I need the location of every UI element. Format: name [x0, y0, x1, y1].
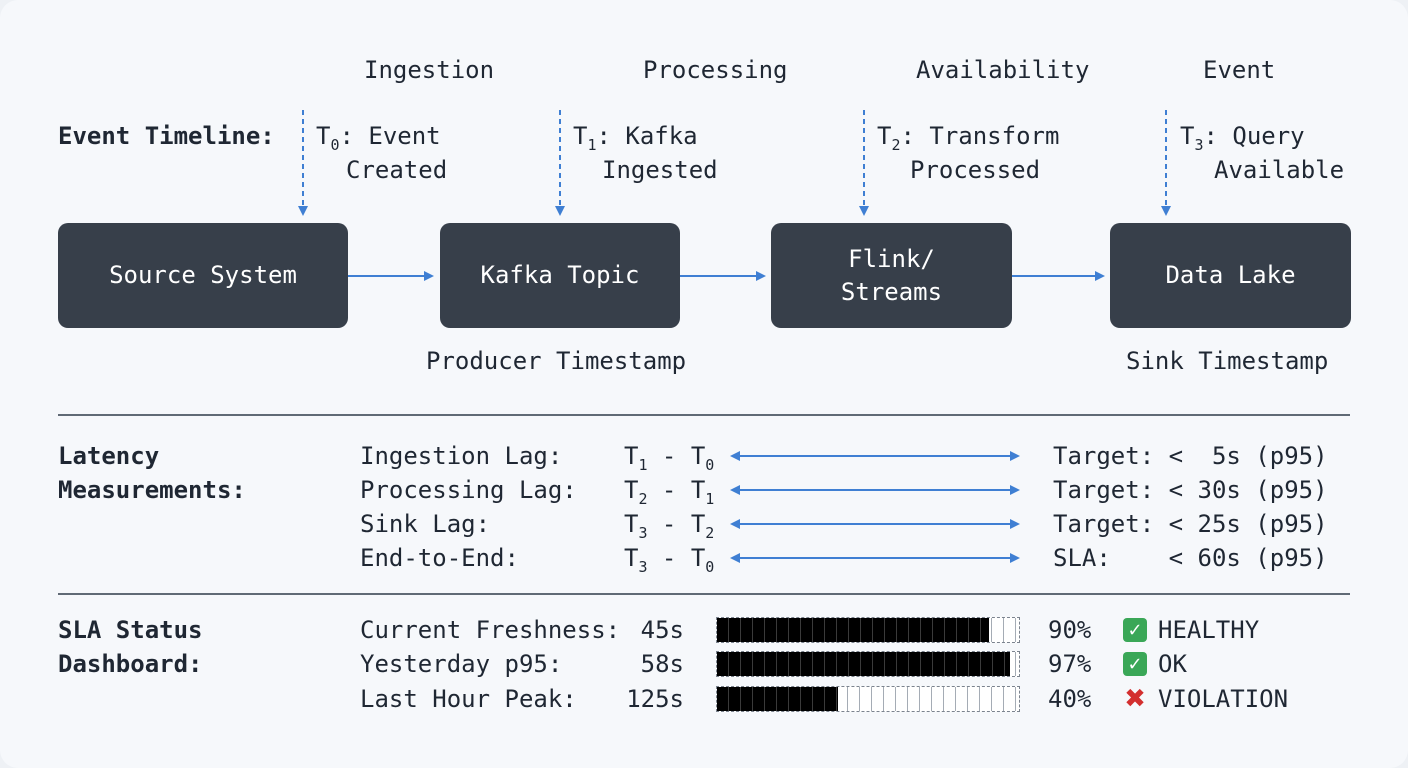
timestamp-t1: T1: Kafka: [573, 122, 698, 154]
stage-header-availability: Availability: [916, 56, 1090, 84]
timestamp-t1-desc: Ingested: [602, 156, 718, 184]
node-data-lake: Data Lake: [1110, 223, 1351, 328]
sla-progress-fill: [717, 687, 838, 711]
latency-row-name: Processing Lag:: [360, 476, 577, 504]
latency-row-name: Sink Lag:: [360, 510, 491, 538]
sla-row-percent: 90%: [1048, 616, 1092, 644]
timeline-label: Event Timeline:: [58, 122, 275, 150]
sla-row-status: OK: [1158, 650, 1187, 678]
sla-progress-bar: [716, 651, 1020, 677]
latency-row-target: Target: < 5s (p95): [1053, 442, 1328, 470]
timestamp-t0: T0: Event: [316, 122, 441, 154]
sla-row-name: Last Hour Peak:: [360, 685, 577, 713]
latency-row-formula: T3 - T2: [624, 510, 715, 542]
latency-row-name: End-to-End:: [360, 544, 519, 572]
sla-row-percent: 97%: [1048, 650, 1092, 678]
sla-progress-bar: [716, 686, 1020, 712]
section-divider-1: [58, 414, 1350, 416]
sla-row-status: VIOLATION: [1158, 685, 1289, 713]
sla-progress-bar: [716, 617, 1020, 643]
latency-row-formula: T1 - T0: [624, 442, 715, 474]
sla-row-status: HEALTHY: [1158, 616, 1260, 644]
sla-row-name: Current Freshness:: [360, 616, 621, 644]
sla-row-value: 58s: [640, 650, 684, 678]
cross-icon: ✖: [1124, 684, 1146, 714]
timestamp-t2: T2: Transform: [877, 122, 1060, 154]
sla-progress-fill: [717, 618, 989, 642]
check-icon: ✓: [1123, 618, 1147, 642]
timestamp-t3-desc: Available: [1214, 156, 1345, 184]
stage-header-ingestion: Ingestion: [364, 56, 495, 84]
node-source-system: Source System: [58, 223, 348, 328]
sink-timestamp-note: Sink Timestamp: [1126, 347, 1329, 375]
stage-header-event: Event: [1203, 56, 1276, 84]
latency-row-formula: T3 - T0: [624, 544, 715, 576]
latency-row-target: Target: < 25s (p95): [1053, 510, 1328, 538]
sla-row-percent: 40%: [1048, 685, 1092, 713]
timestamp-t2-desc: Processed: [910, 156, 1041, 184]
latency-section-label: Latency Measurements:: [58, 442, 246, 504]
sla-progress-fill: [717, 652, 1010, 676]
latency-row-formula: T2 - T1: [624, 476, 715, 508]
latency-row-name: Ingestion Lag:: [360, 442, 563, 470]
sla-section-label: SLA Status Dashboard:: [58, 616, 203, 678]
sla-row-value: 45s: [640, 616, 684, 644]
node-flink-streams: Flink/Streams: [771, 223, 1012, 328]
sla-row-name: Yesterday p95:: [360, 650, 563, 678]
producer-timestamp-note: Producer Timestamp: [426, 347, 687, 375]
check-icon: ✓: [1123, 652, 1147, 676]
latency-row-target: SLA: < 60s (p95): [1053, 544, 1328, 572]
timestamp-t3: T3: Query: [1180, 122, 1305, 154]
node-kafka-topic: Kafka Topic: [440, 223, 680, 328]
stage-header-processing: Processing: [643, 56, 788, 84]
latency-row-target: Target: < 30s (p95): [1053, 476, 1328, 504]
timestamp-t0-desc: Created: [346, 156, 448, 184]
sla-row-value: 125s: [626, 685, 684, 713]
section-divider-2: [58, 593, 1350, 595]
